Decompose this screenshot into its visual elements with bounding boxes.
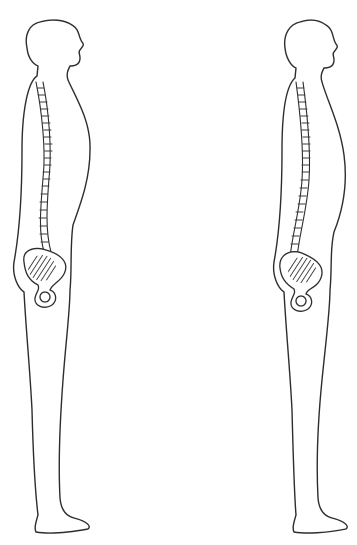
left-figure [14, 20, 90, 533]
right-figure [274, 20, 348, 533]
right-hip-joint [296, 296, 306, 306]
left-hip-joint [40, 292, 50, 302]
